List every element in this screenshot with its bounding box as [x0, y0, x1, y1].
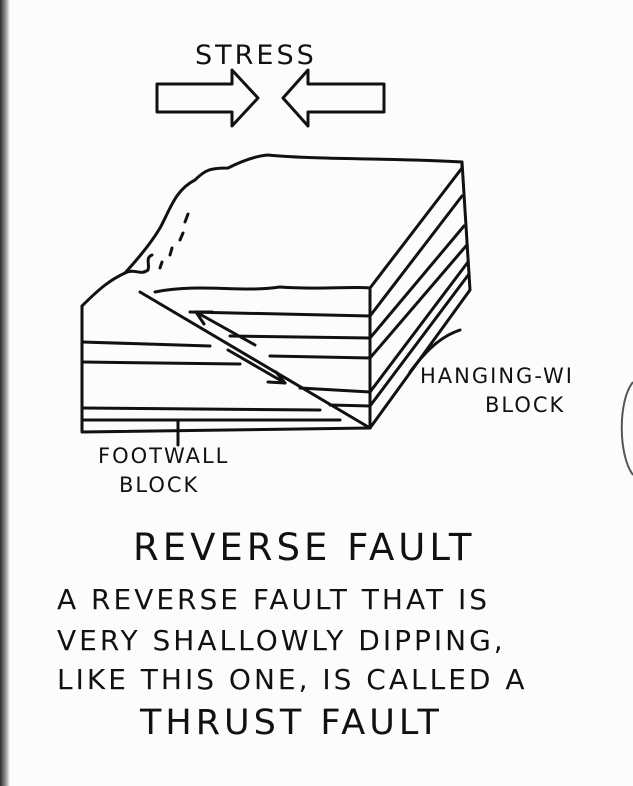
stress-arrow-right-icon [155, 68, 260, 128]
hanging-layer-1 [188, 194, 464, 318]
footwall-label-line2: BLOCK [119, 473, 200, 497]
footwall-label-line1: FOOTWALL [98, 444, 230, 468]
thrust-fault-term: THRUST FAULT [140, 703, 443, 743]
hanging-wall-leader [408, 328, 462, 374]
eroded-scarp-edge [80, 153, 464, 308]
card-edge-shadow [0, 0, 10, 786]
footwall-layer-2 [80, 360, 242, 366]
hanging-wall-right-face [368, 160, 472, 430]
stress-label: STRESS [195, 40, 317, 71]
footwall-front-face [80, 304, 372, 434]
footwall-layer-3 [80, 406, 322, 412]
hanging-layer-2 [228, 224, 466, 340]
description-line-2: VERY SHALLOWLY DIPPING, [57, 624, 506, 657]
description-line-3: LIKE THIS ONE, IS CALLED A [57, 663, 528, 696]
hanging-wall-label-line2: BLOCK [485, 393, 566, 417]
stress-arrow-left-icon [281, 68, 386, 128]
hanging-layer-4 [298, 260, 470, 394]
scarp-edge-detail [123, 253, 154, 275]
hanging-layer-5 [328, 272, 471, 408]
diagram-title: REVERSE FAULT [133, 526, 476, 569]
edge-arc [620, 381, 633, 476]
slip-arrow-up-icon [194, 310, 257, 347]
hanging-layer-3 [268, 244, 468, 360]
hanging-wall-label-line1: HANGING-WI [420, 364, 574, 388]
description-line-1: A REVERSE FAULT THAT IS [57, 583, 490, 616]
scarp-dashes [158, 212, 190, 270]
footwall-layer-1 [80, 340, 212, 348]
hanging-wall-top-surface [153, 166, 464, 294]
slip-arrow-down-icon [226, 348, 287, 385]
